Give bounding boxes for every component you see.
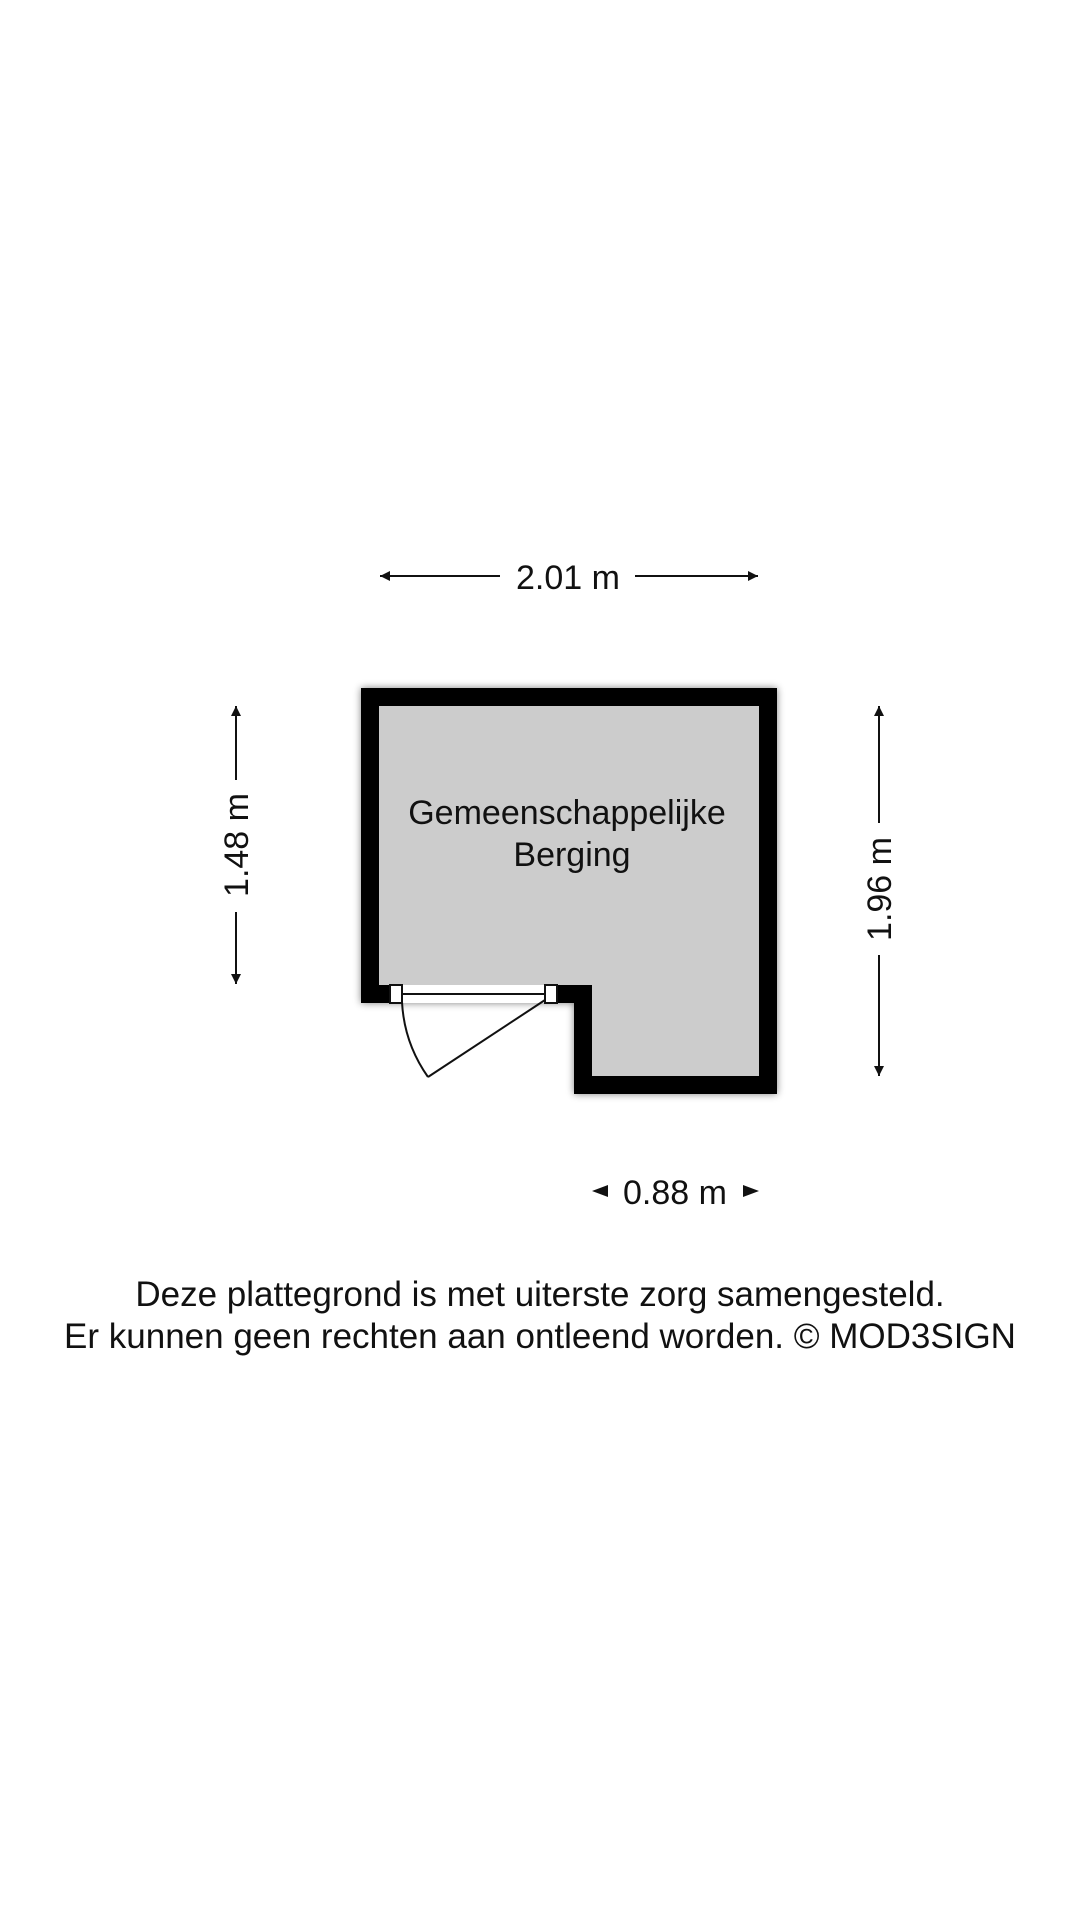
room-floor	[379, 706, 759, 1076]
disclaimer-line2: Er kunnen geen rechten aan ontleend word…	[64, 1317, 1016, 1356]
door-swing-arc	[401, 1001, 429, 1078]
dim-bottom-label: 0.88 m	[623, 1174, 727, 1212]
room-name-line1: Gemeenschappelijke	[408, 794, 726, 832]
dim-right-label: 1.96 m	[861, 837, 899, 941]
disclaimer-line1: Deze plattegrond is met uiterste zorg sa…	[135, 1275, 945, 1314]
room-name-line2: Berging	[513, 836, 630, 874]
dim-left-label: 1.48 m	[218, 793, 256, 897]
dim-bottom-arrow-right	[743, 1185, 759, 1197]
door-leaf	[427, 999, 546, 1078]
door-frame-right	[544, 984, 558, 1004]
dim-bottom-arrow-left	[592, 1185, 608, 1197]
door-frame-left	[389, 984, 403, 1004]
dim-top-label: 2.01 m	[516, 559, 620, 597]
